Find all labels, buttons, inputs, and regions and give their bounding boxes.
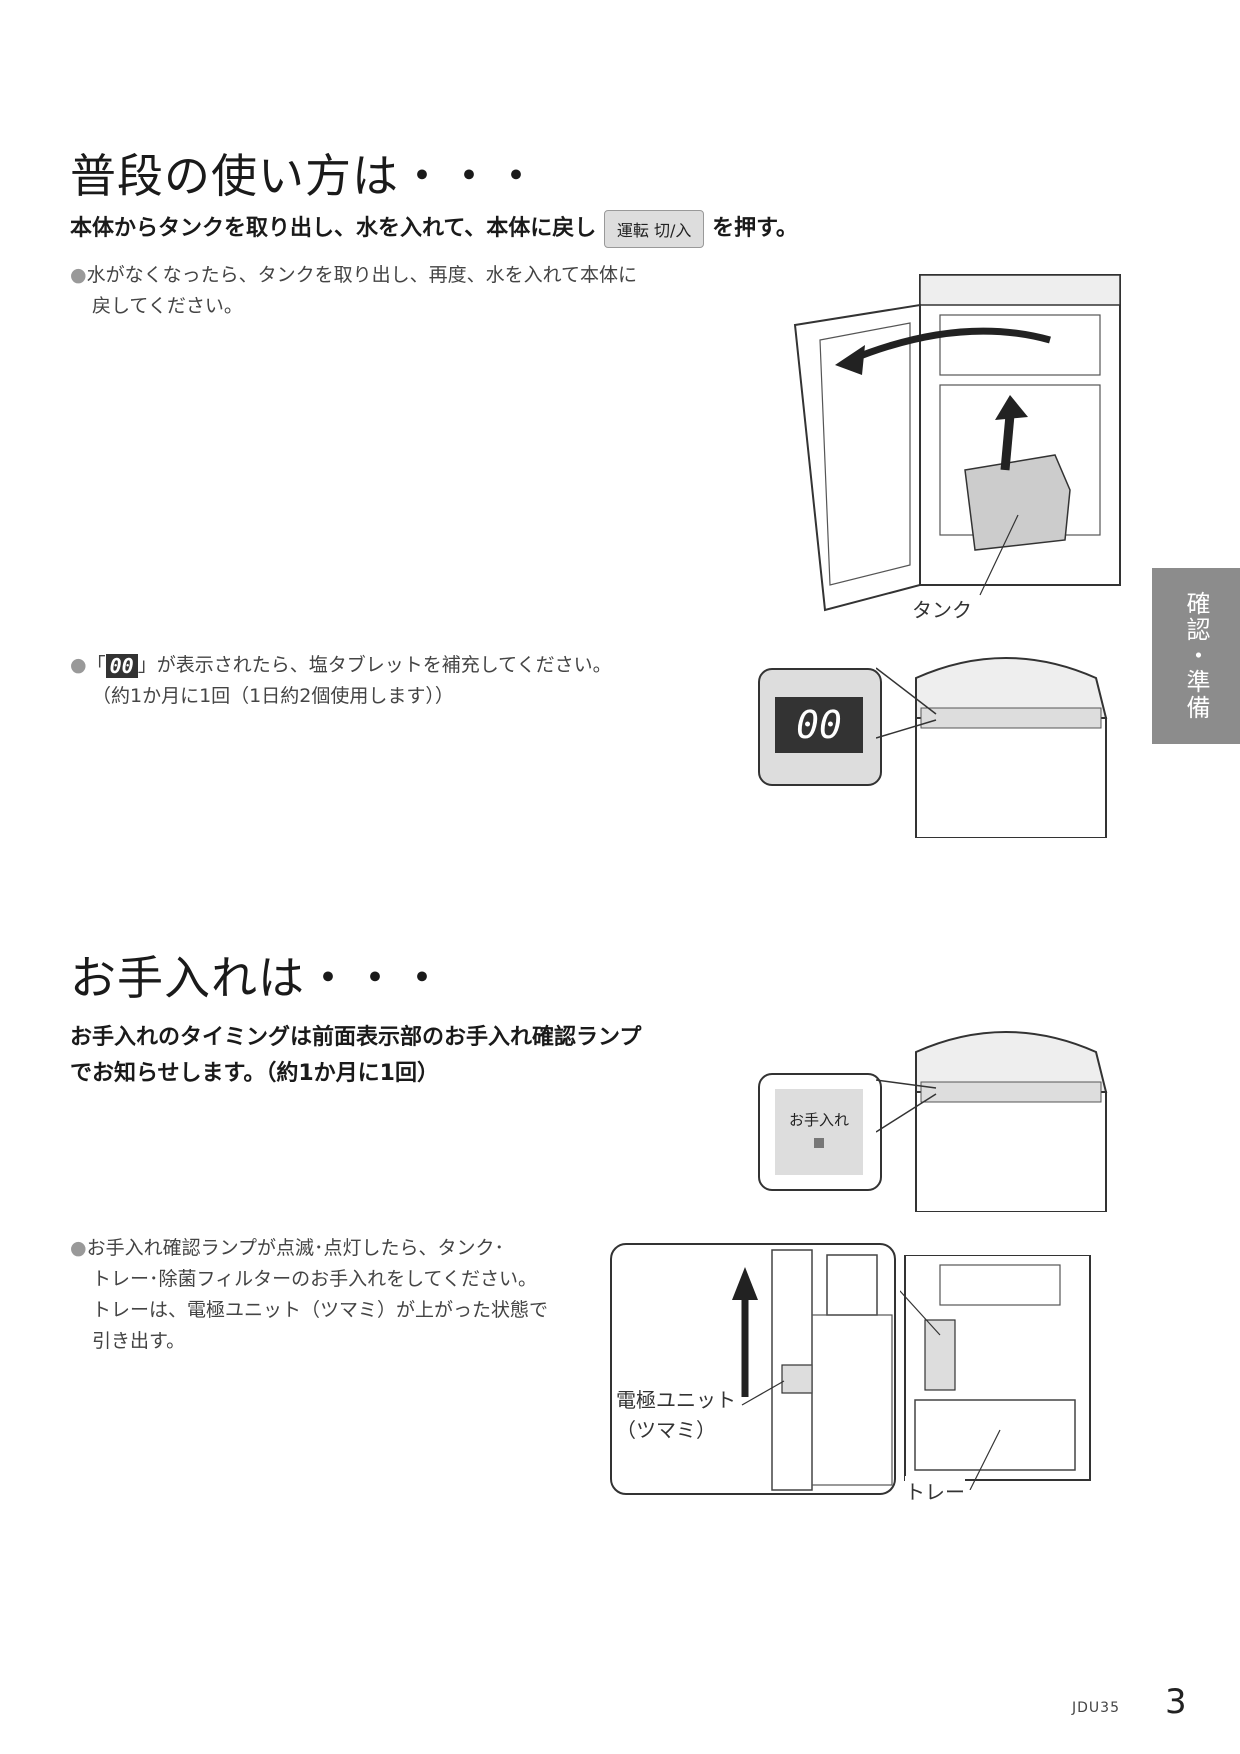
page-number: 3 bbox=[1165, 1682, 1187, 1722]
section2-bullet: ●お手入れ確認ランプが点滅･点灯したら、タンク･ トレー･除菌フィルターのお手入… bbox=[70, 1233, 630, 1357]
section2-bullet-line3: トレーは、電極ユニット（ツマミ）が上がった状態で bbox=[92, 1299, 549, 1321]
unit-tank-illustration bbox=[793, 274, 1121, 612]
electrode-label: 電極ユニット （ツマミ） bbox=[616, 1385, 736, 1445]
bullet1-line1: 水がなくなったら、タンクを取り出し、再度、水を入れて本体に bbox=[86, 264, 638, 286]
bullet2-line2: （約1か月に1回（1日約2個使用します）） bbox=[92, 685, 454, 707]
side-tab: 確認・準備 bbox=[1152, 568, 1240, 744]
power-button-label: 運転 切/入 bbox=[603, 210, 705, 248]
model-code: JDU35 bbox=[1072, 1700, 1120, 1716]
section2-bullet-line2: トレー･除菌フィルターのお手入れをしてください。 bbox=[92, 1268, 537, 1290]
section1-lead-after: を押す。 bbox=[712, 216, 798, 241]
section2-lead: お手入れのタイミングは前面表示部のお手入れ確認ランプ でお知らせします。（約1か… bbox=[70, 1020, 641, 1092]
bullet-icon: ● bbox=[70, 264, 87, 286]
bullet-icon: ● bbox=[70, 1237, 87, 1259]
side-tab-label: 確認・準備 bbox=[1182, 591, 1210, 721]
electrode-label-line2: （ツマミ） bbox=[616, 1418, 716, 1442]
tray-label: トレー bbox=[905, 1476, 965, 1505]
section2-title: お手入れは・・・ bbox=[70, 951, 446, 1005]
section2-lead-line2: でお知らせします。（約1か月に1回） bbox=[70, 1061, 439, 1086]
section1-bullet2: ●「00」が表示されたら、塩タブレットを補充してください。 （約1か月に1回（1… bbox=[70, 650, 730, 712]
display-00-icon: 00 bbox=[105, 653, 138, 678]
section2-lead-line1: お手入れのタイミングは前面表示部のお手入れ確認ランプ bbox=[70, 1025, 642, 1050]
section1-bullet1: ●水がなくなったら、タンクを取り出し、再度、水を入れて本体に 戻してください。 bbox=[70, 260, 710, 322]
lamp-label: お手入れ bbox=[788, 1111, 849, 1129]
display-00-readout: 00 bbox=[775, 697, 863, 753]
lamp-unit-illustration bbox=[876, 1031, 1108, 1212]
lamp-indicator-icon bbox=[814, 1138, 824, 1148]
lamp-panel: お手入れ bbox=[775, 1089, 863, 1175]
electrode-callout: 電極ユニット （ツマミ） bbox=[610, 1243, 896, 1495]
display-callout: 00 bbox=[758, 668, 882, 786]
section1-lead-before: 本体からタンクを取り出し、水を入れて、本体に戻し bbox=[70, 216, 597, 241]
electrode-illustration bbox=[732, 1249, 893, 1491]
display-unit-illustration bbox=[876, 657, 1108, 838]
section1-title: 普段の使い方は・・・ bbox=[70, 149, 540, 203]
section2-bullet-line1: お手入れ確認ランプが点滅･点灯したら、タンク･ bbox=[86, 1237, 505, 1259]
electrode-label-line1: 電極ユニット bbox=[616, 1388, 736, 1412]
section1-lead: 本体からタンクを取り出し、水を入れて、本体に戻し 運転 切/入 を押す。 bbox=[70, 210, 798, 248]
lamp-callout: お手入れ bbox=[758, 1073, 882, 1191]
tank-label: タンク bbox=[912, 598, 972, 622]
bullet2-open: 「 bbox=[86, 654, 106, 676]
bullet-icon: ● bbox=[70, 654, 87, 676]
bullet1-line2: 戻してください。 bbox=[92, 295, 243, 317]
bullet2-close: 」が表示されたら、塩タブレットを補充してください。 bbox=[137, 654, 612, 676]
section2-bullet-line4: 引き出す。 bbox=[92, 1330, 186, 1352]
tray-unit-illustration bbox=[900, 1255, 1091, 1490]
